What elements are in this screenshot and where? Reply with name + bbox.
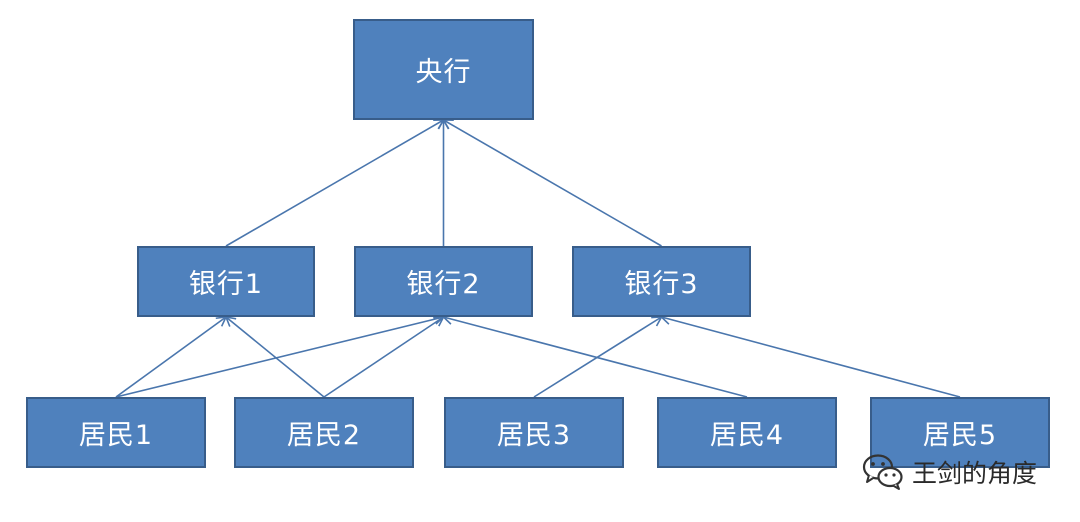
edge-resident_5-to-bank_3 bbox=[659, 313, 961, 398]
node-resident-5: 居民5 bbox=[870, 397, 1050, 468]
node-label: 居民2 bbox=[286, 420, 362, 451]
node-resident-1: 居民1 bbox=[26, 397, 206, 468]
node-central-bank: 央行 bbox=[353, 19, 534, 120]
node-label: 居民4 bbox=[709, 420, 785, 451]
edge-resident_3-to-bank_3 bbox=[533, 316, 663, 398]
node-resident-3: 居民3 bbox=[444, 397, 624, 468]
node-resident-2: 居民2 bbox=[234, 397, 414, 468]
edge-bank_3-to-central_bank bbox=[442, 119, 662, 247]
edge-resident_2-to-bank_2 bbox=[323, 316, 445, 398]
edge-resident_2-to-bank_1 bbox=[224, 315, 325, 398]
node-label: 央行 bbox=[415, 57, 472, 88]
edge-bank_1-to-central_bank bbox=[225, 119, 445, 247]
node-label: 居民5 bbox=[922, 420, 998, 451]
node-bank-1: 银行1 bbox=[137, 246, 315, 317]
edge-resident_4-to-bank_2 bbox=[441, 313, 748, 398]
node-label: 银行1 bbox=[188, 269, 264, 300]
node-resident-4: 居民4 bbox=[657, 397, 837, 468]
node-label: 银行2 bbox=[406, 269, 481, 300]
edge-resident_1-to-bank_2 bbox=[115, 313, 446, 398]
watermark: 王剑的角度 bbox=[862, 452, 1037, 492]
watermark-text: 王剑的角度 bbox=[912, 459, 1038, 488]
edge-resident_1-to-bank_1 bbox=[115, 316, 228, 398]
node-label: 居民3 bbox=[496, 420, 572, 451]
node-label: 银行3 bbox=[624, 269, 699, 300]
wechat-icon bbox=[862, 454, 903, 490]
node-bank-3: 银行3 bbox=[572, 246, 751, 317]
node-label: 居民1 bbox=[78, 420, 154, 451]
node-bank-2: 银行2 bbox=[354, 246, 533, 317]
